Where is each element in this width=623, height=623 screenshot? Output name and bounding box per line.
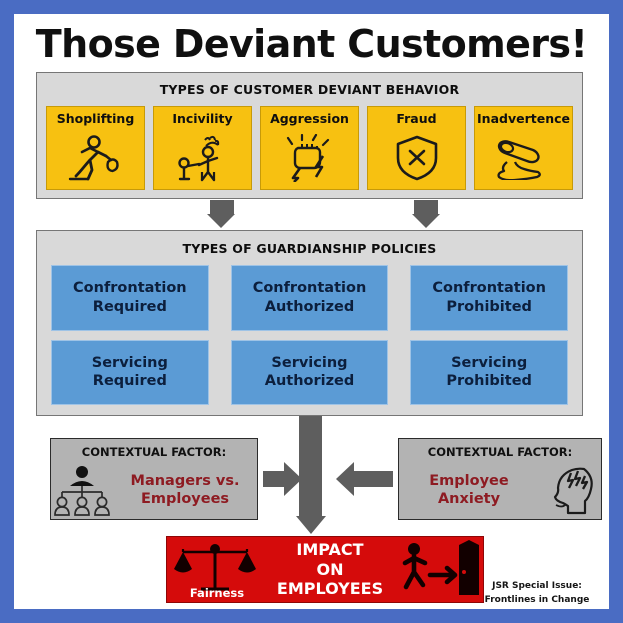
shield-cross-icon [368, 126, 465, 189]
context-heading: CONTEXTUAL FACTOR: [81, 445, 227, 459]
context-body: Managers vs. Employees [51, 461, 257, 519]
behavior-label: Incivility [172, 111, 233, 126]
context-title-line1: Employee [429, 472, 509, 489]
policy-line1: Servicing [91, 354, 168, 371]
behavior-label: Inadvertence [477, 111, 570, 126]
policy-line2: Prohibited [446, 373, 532, 390]
policy-line2: Required [92, 298, 167, 315]
behavior-label: Fraud [396, 111, 437, 126]
context-title-line1: Managers vs. [130, 472, 240, 489]
context-title-line2: Anxiety [437, 491, 501, 507]
impact-title: IMPACT ON EMPLOYEES [263, 540, 397, 599]
poster-canvas: Those Deviant Customers! TYPES OF CUSTOM… [14, 14, 609, 609]
arguing-people-icon [154, 126, 251, 189]
credit-line1: JSR Special Issue: [492, 581, 582, 591]
policy-line1: Confrontation [252, 280, 367, 297]
spilled-cup-icon [475, 126, 572, 189]
credit-note: JSR Special Issue: Frontlines in Change [470, 580, 604, 607]
behavior-label: Aggression [270, 111, 349, 126]
page-title: Those Deviant Customers! [35, 22, 588, 66]
behavior-box-aggression[interactable]: Aggression [260, 106, 359, 190]
context-box-employee-anxiety[interactable]: CONTEXTUAL FACTOR: Employee Anxiety [398, 438, 602, 520]
credit-line2: Frontlines in Change [484, 594, 590, 605]
context-heading: CONTEXTUAL FACTOR: [427, 445, 573, 459]
behavior-section-heading: TYPES OF CUSTOMER DEVIANT BEHAVIOR [159, 82, 460, 97]
policy-section-heading: TYPES OF GUARDIANSHIP POLICIES [182, 241, 437, 256]
running-thief-icon [47, 126, 144, 189]
behavior-panel: TYPES OF CUSTOMER DEVIANT BEHAVIOR Shopl… [36, 72, 583, 199]
policy-line2: Authorized [264, 373, 355, 390]
behavior-box-shoplifting[interactable]: Shoplifting [46, 106, 145, 190]
policy-line2: Required [92, 373, 167, 390]
fairness-label: Fairness [189, 586, 245, 600]
policy-line1: Servicing [451, 354, 528, 371]
org-chart-people-icon [51, 464, 113, 516]
behavior-box-inadvertence[interactable]: Inadvertence [474, 106, 573, 190]
policy-line1: Confrontation [432, 280, 546, 297]
anxious-head-icon [539, 463, 601, 517]
policy-line1: Servicing [271, 354, 348, 371]
context-title: Employee Anxiety [399, 472, 539, 508]
behavior-box-incivility[interactable]: Incivility [153, 106, 252, 190]
context-title-line2: Employees [140, 491, 230, 507]
behavior-box-fraud[interactable]: Fraud [367, 106, 466, 190]
policy-line2: Prohibited [446, 298, 532, 315]
context-body: Employee Anxiety [399, 461, 601, 519]
context-box-managers-vs-employees[interactable]: CONTEXTUAL FACTOR: Managers vs. Employee… [50, 438, 258, 520]
person-exit-door-icon [397, 537, 483, 602]
impact-line1: IMPACT [296, 540, 364, 560]
policy-panel: TYPES OF GUARDIANSHIP POLICIES Confronta… [36, 230, 583, 416]
balance-scales-icon: Fairness [167, 537, 263, 602]
context-title: Managers vs. Employees [113, 472, 257, 508]
behavior-box-row: Shoplifting Incivility [46, 106, 573, 190]
policy-line2: Authorized [264, 298, 355, 315]
impact-line2: ON EMPLOYEES [276, 559, 384, 599]
impact-box[interactable]: Fairness IMPACT ON EMPLOYEES [166, 536, 484, 603]
fist-lightning-icon [261, 126, 358, 189]
policy-line1: Confrontation [73, 280, 187, 297]
behavior-label: Shoplifting [56, 111, 135, 126]
